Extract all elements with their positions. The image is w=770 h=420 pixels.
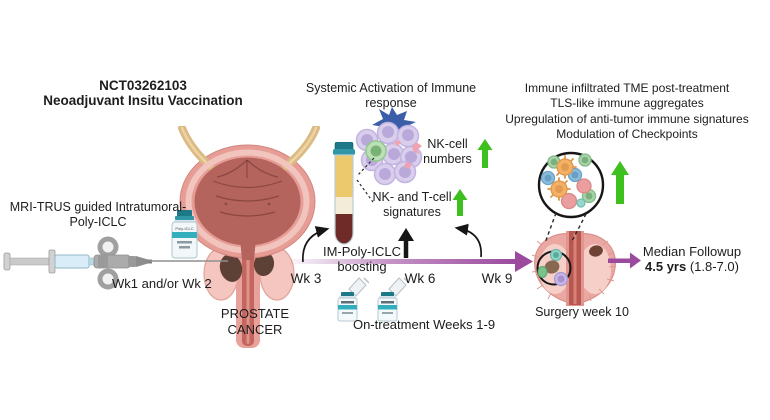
curved-arrow-right (454, 223, 482, 258)
green-immune-cell (537, 266, 548, 278)
bladder-lumen (194, 157, 301, 246)
trial-id: NCT03262103 (99, 78, 187, 93)
boosting-label: IM-Poly-ICLC boosting (322, 244, 401, 274)
wk6-label: Wk 6 (404, 271, 436, 286)
outcomes-heading: Immune infiltrated TME post-treatment TL… (505, 81, 749, 142)
immune-cell-cluster-icon (355, 107, 423, 186)
handle-ring-top (97, 236, 119, 258)
syringe-barrel (54, 254, 90, 269)
wk3-label: Wk 3 (290, 271, 322, 286)
on-treatment-label: On-treatment Weeks 1-9 (352, 317, 496, 332)
buffy-layer (335, 197, 353, 214)
prostate-cancer-label: PROSTATE CANCER (220, 306, 290, 337)
tumor-right (253, 252, 275, 276)
tme-cells (540, 153, 597, 210)
median-followup-label: Median Followup 4.5 yrs (1.8-7.0) (642, 244, 742, 274)
followup-value: 4.5 yrs (645, 259, 687, 274)
plasma-layer (335, 155, 353, 197)
followup-range: (1.8-7.0) (686, 259, 739, 274)
pink-cell-fragments (394, 140, 422, 169)
surgery-label: Surgery week 10 (535, 305, 629, 319)
systemic-heading: Systemic Activation of Immune response (305, 81, 477, 110)
nk-cell-numbers-label: NK-cell numbers (423, 137, 472, 166)
vial-label-text: Poly-ICLC (175, 226, 193, 231)
blood-tube-icon (333, 142, 355, 245)
injection-timing-label: Wk1 and/or Wk 2 (112, 276, 212, 291)
diagram-title: NCT03262103 Neoadjuvant Insitu Vaccinati… (32, 78, 254, 108)
tumor-remnant (544, 260, 560, 274)
bladder-texture (212, 159, 283, 217)
ureter-left (178, 126, 214, 170)
boost-vial-icon (337, 277, 369, 322)
bladder-neck (240, 238, 256, 260)
handle-ring-bottom (97, 268, 119, 290)
trus-syringe-icon (3, 236, 152, 290)
bladder-prostate-illustration (178, 126, 320, 348)
boost-vial-icon (377, 277, 409, 322)
ureter-right (282, 126, 320, 170)
magnified-immune-aggregate-icon (537, 151, 605, 219)
rbc-layer (335, 214, 353, 244)
vial-label-band (172, 232, 197, 238)
nk-tcell-signatures-label: NK- and T-cell signatures (372, 190, 452, 219)
wk9-label: Wk 9 (481, 271, 513, 286)
intratumoral-label: MRI-TRUS guided Intratumoral- Poly-ICLC (9, 200, 187, 229)
surgery-prostate-icon (531, 231, 617, 306)
vial-body (171, 221, 198, 259)
residual-tumor-spot (589, 245, 603, 257)
increase-arrow-tme (611, 161, 629, 204)
polyiclc-vial-icon: Poly-ICLC (171, 210, 198, 259)
vial-cap (177, 210, 192, 217)
trial-name: Neoadjuvant Insitu Vaccination (43, 93, 243, 108)
